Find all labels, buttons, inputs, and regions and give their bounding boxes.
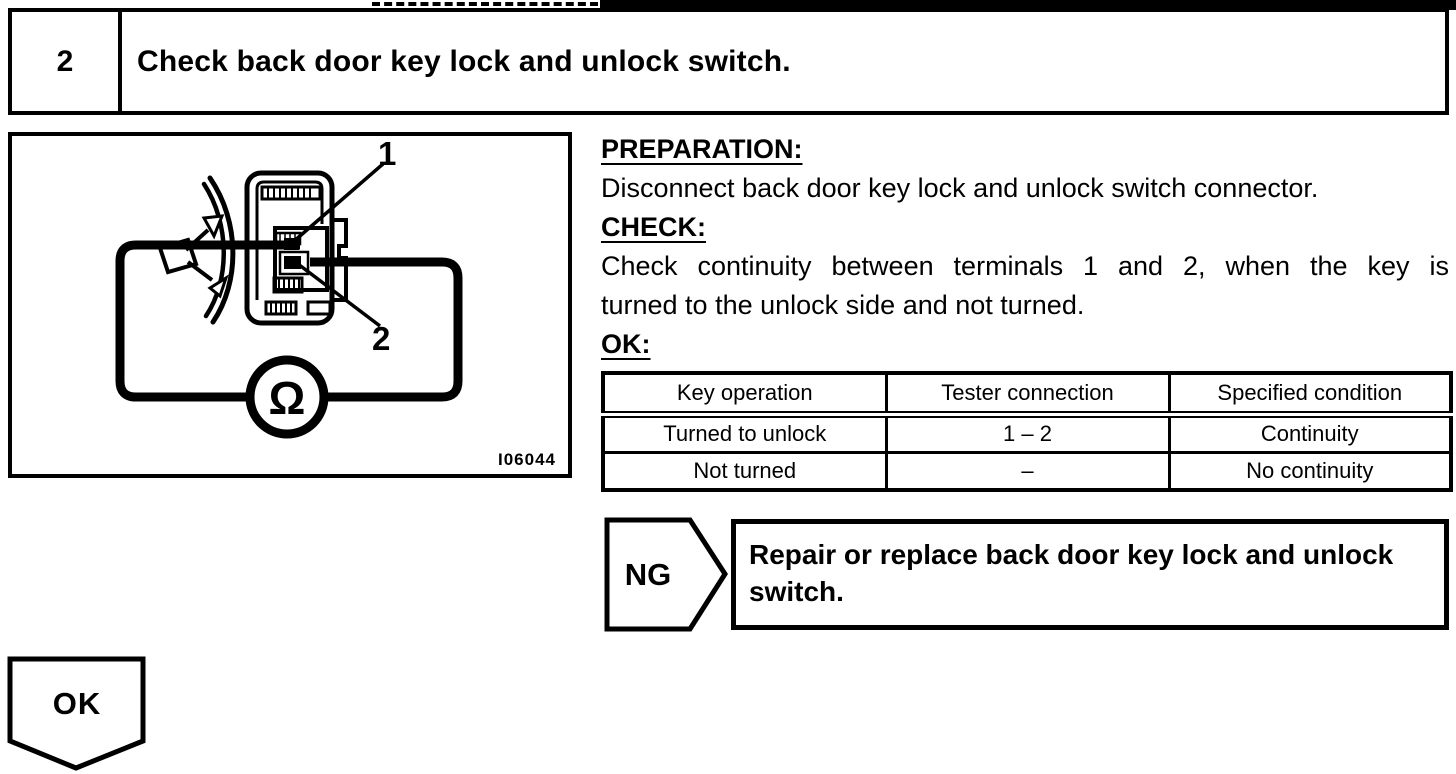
table-header-key-operation: Key operation: [601, 371, 888, 418]
preparation-heading: PREPARATION:: [601, 134, 803, 164]
terminal-2-label: 2: [372, 320, 391, 357]
terminal-1-label: 1: [378, 135, 397, 172]
figure-code: I06044: [498, 450, 556, 469]
ng-label: NG: [624, 556, 672, 592]
step-title: Check back door key lock and unlock swit…: [137, 44, 791, 78]
step-number: 2: [12, 12, 122, 111]
ng-flag: NG: [604, 517, 729, 632]
scan-artifact-speckle: [372, 2, 598, 6]
terminal-2-contact: [284, 256, 301, 269]
ok-flag-shape: [7, 656, 146, 771]
table-cell-key-operation: Not turned: [601, 450, 888, 492]
table-cell-key-operation: Turned to unlock: [601, 412, 888, 454]
ok-label: OK: [52, 686, 102, 721]
key-rotation-arrows-icon: [157, 175, 236, 325]
circuit-diagram: Ω: [115, 162, 463, 439]
ng-action-line-2: switch.: [749, 576, 844, 607]
ohm-symbol: Ω: [269, 372, 306, 424]
table-header-tester-connection: Tester connection: [884, 371, 1171, 418]
table-row: Not turned – No continuity: [601, 450, 1453, 492]
check-text-line-1: Check continuity between terminals 1 and…: [601, 251, 1449, 281]
ng-action-line-1: Repair or replace back door key lock and…: [749, 539, 1394, 570]
ng-action-box: Repair or replace back door key lock and…: [731, 519, 1449, 630]
leader-line-2: [296, 262, 382, 328]
figure-box: Ω 1 2 I06044: [8, 132, 572, 478]
continuity-table: Key operation Tester connection Specifie…: [601, 371, 1453, 492]
ok-heading: OK:: [601, 329, 651, 359]
table-cell-specified-condition: No continuity: [1167, 450, 1453, 492]
ok-flag: OK: [7, 656, 147, 772]
table-cell-tester-connection: –: [884, 450, 1171, 492]
scan-artifact-bar: [600, 0, 1456, 10]
table-cell-specified-condition: Continuity: [1167, 412, 1453, 454]
table-header-specified-condition: Specified condition: [1167, 371, 1453, 418]
leader-line-1: [291, 162, 385, 244]
table-row: Turned to unlock 1 – 2 Continuity: [601, 412, 1453, 454]
step-header: 2 Check back door key lock and unlock sw…: [8, 8, 1449, 115]
check-heading: CHECK:: [601, 212, 706, 242]
instructions: PREPARATION: Disconnect back door key lo…: [601, 130, 1449, 364]
table-cell-tester-connection: 1 – 2: [884, 412, 1171, 454]
preparation-text: Disconnect back door key lock and unlock…: [601, 173, 1319, 203]
table-header-row: Key operation Tester connection Specifie…: [601, 371, 1453, 418]
ng-flag-shape: [604, 517, 728, 632]
ohmmeter-icon: Ω: [245, 355, 329, 439]
check-text-line-2: turned to the unlock side and not turned…: [601, 290, 1085, 320]
